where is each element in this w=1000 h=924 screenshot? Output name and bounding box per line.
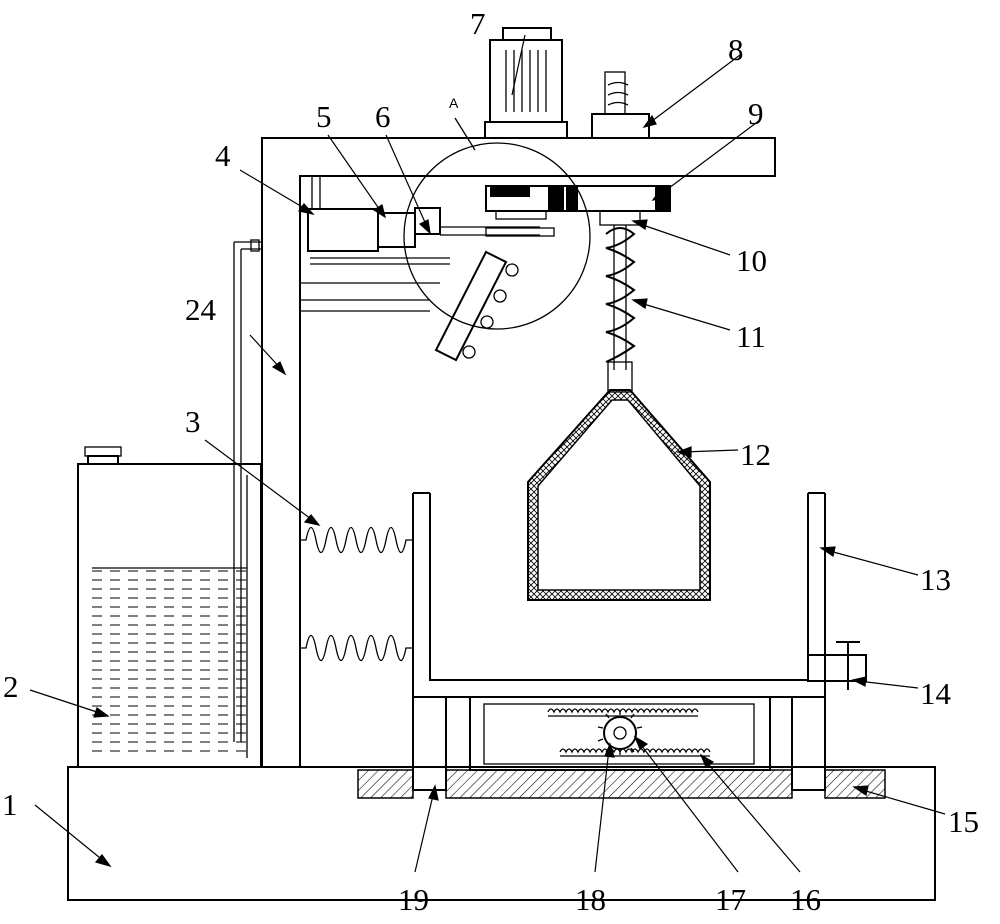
mesh-basket [527,389,711,601]
callout-19: 19 [398,882,429,917]
callout-7: 7 [470,6,486,41]
callout-8: 8 [728,32,744,67]
callout-24: 24 [185,292,217,327]
callout-18: 18 [575,882,606,917]
slide-base [357,769,886,799]
threaded-screw [599,210,641,393]
cylinder-assembly [307,207,555,265]
callout-11: 11 [736,319,766,354]
callout-3: 3 [185,404,201,439]
callout-10: 10 [736,243,767,278]
detail-marker-label: A [449,95,459,111]
leader-lines [29,34,946,873]
callout-2: 2 [3,669,19,704]
base [67,766,936,901]
callout-12: 12 [740,437,771,472]
drain-valve [807,641,867,690]
motor [484,27,568,139]
callout-16: 16 [790,882,821,917]
callout-5: 5 [316,99,332,134]
callout-6: 6 [375,99,391,134]
detail-circle-a: A [403,95,591,330]
springs [300,526,413,662]
gear-plates [485,185,671,220]
callout-15: 15 [948,804,979,839]
callout-9: 9 [748,96,764,131]
spray-bracket [434,250,519,362]
callout-labels: 1 2 3 4 5 6 7 8 9 10 11 12 13 14 15 16 1… [2,6,979,917]
rack-and-pinion [547,708,711,757]
pipe [233,239,262,742]
bearing-seat [591,71,650,139]
tray [412,492,826,698]
water-tank [77,446,262,768]
callout-14: 14 [920,676,952,711]
frame [261,137,776,767]
callout-17: 17 [715,882,746,917]
callout-4: 4 [215,138,231,173]
callout-13: 13 [920,562,951,597]
callout-1: 1 [2,787,18,822]
